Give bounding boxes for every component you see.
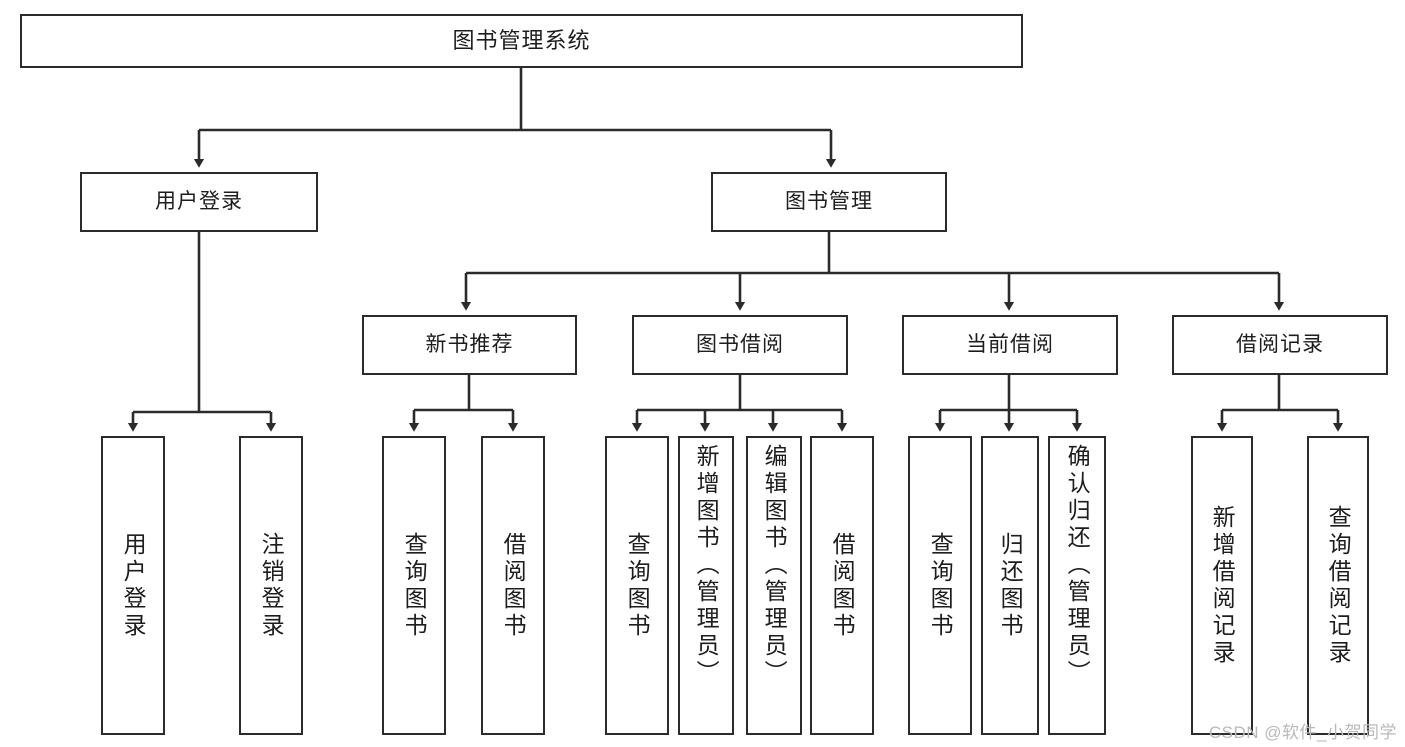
- leaf-confirm-return-admin-label: 确认归还（管理员）: [1064, 444, 1091, 687]
- leaf-borrow-book-label: 借阅图书: [829, 531, 856, 640]
- leaf-logout-label: 注销登录: [258, 531, 285, 640]
- leaf-confirm-return-admin[interactable]: 确认归还（管理员）: [1048, 436, 1106, 735]
- leaf-user-login[interactable]: 用户登录: [101, 436, 165, 735]
- node-book-management-label: 图书管理: [785, 189, 873, 213]
- leaf-query-borrow-record[interactable]: 查询借阅记录: [1307, 436, 1369, 735]
- leaf-borrow-book-recommend[interactable]: 借阅图书: [481, 436, 545, 735]
- node-book-borrow-label: 图书借阅: [696, 332, 784, 356]
- node-user-login-label: 用户登录: [155, 189, 243, 213]
- node-current-borrow-label: 当前借阅: [966, 332, 1054, 356]
- node-new-book-recommend-label: 新书推荐: [425, 332, 514, 356]
- leaf-borrow-book-recommend-label: 借阅图书: [500, 531, 527, 640]
- leaf-query-book-recommend-label: 查询图书: [401, 531, 428, 640]
- node-current-borrow[interactable]: 当前借阅: [902, 315, 1118, 375]
- node-root[interactable]: 图书管理系统: [20, 14, 1023, 68]
- leaf-add-borrow-record[interactable]: 新增借阅记录: [1191, 436, 1253, 735]
- watermark: CSDN @软件_小贺同学: [1208, 723, 1397, 742]
- leaf-query-book-current[interactable]: 查询图书: [908, 436, 972, 735]
- leaf-query-book-borrow-label: 查询图书: [624, 531, 651, 640]
- leaf-user-login-label: 用户登录: [120, 531, 147, 640]
- leaf-return-book-label: 归还图书: [997, 531, 1024, 640]
- leaf-add-borrow-record-label: 新增借阅记录: [1209, 504, 1236, 667]
- node-book-management[interactable]: 图书管理: [711, 172, 947, 232]
- node-user-login[interactable]: 用户登录: [80, 172, 318, 232]
- leaf-add-book-admin[interactable]: 新增图书（管理员）: [678, 436, 734, 735]
- leaf-logout[interactable]: 注销登录: [239, 436, 303, 735]
- leaf-edit-book-admin[interactable]: 编辑图书（管理员）: [746, 436, 802, 735]
- node-borrow-record[interactable]: 借阅记录: [1172, 315, 1388, 375]
- leaf-return-book[interactable]: 归还图书: [981, 436, 1039, 735]
- leaf-query-book-current-label: 查询图书: [927, 531, 954, 640]
- leaf-add-book-admin-label: 新增图书（管理员）: [693, 444, 720, 687]
- leaf-query-book-borrow[interactable]: 查询图书: [605, 436, 669, 735]
- leaf-borrow-book[interactable]: 借阅图书: [810, 436, 874, 735]
- leaf-query-borrow-record-label: 查询借阅记录: [1325, 504, 1352, 667]
- leaf-query-book-recommend[interactable]: 查询图书: [382, 436, 446, 735]
- leaf-edit-book-admin-label: 编辑图书（管理员）: [761, 444, 788, 687]
- node-book-borrow[interactable]: 图书借阅: [632, 315, 848, 375]
- node-new-book-recommend[interactable]: 新书推荐: [362, 315, 577, 375]
- node-root-label: 图书管理系统: [452, 28, 591, 54]
- node-borrow-record-label: 借阅记录: [1236, 332, 1324, 356]
